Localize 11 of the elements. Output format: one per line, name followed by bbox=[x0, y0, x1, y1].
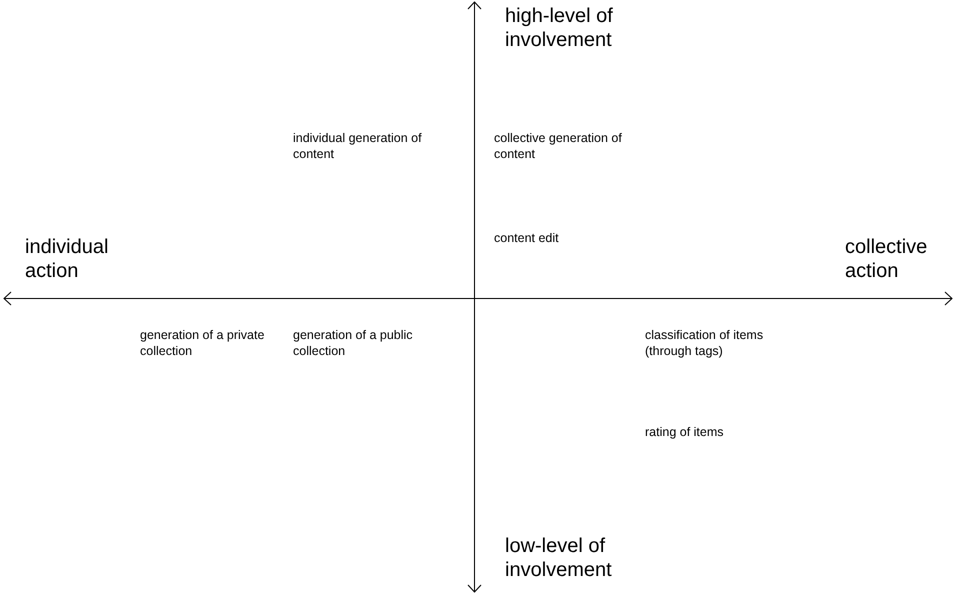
axis-label: low-level of involvement bbox=[505, 534, 613, 582]
axis-label: individual action bbox=[25, 235, 110, 283]
quadrant-label: classification of items (through tags) bbox=[645, 328, 764, 360]
quadrant-label: rating of items bbox=[645, 425, 725, 441]
axis-label: collective action bbox=[845, 235, 928, 283]
quadrant-label: content edit bbox=[494, 231, 560, 247]
axis-label: high-level of involvement bbox=[505, 4, 614, 52]
quadrant-label: individual generation of content bbox=[293, 131, 423, 162]
quadrant-label: generation of a private collection bbox=[140, 328, 266, 360]
quadrant-label: generation of a public collection bbox=[293, 328, 414, 360]
quadrant-label: collective generation of content bbox=[494, 131, 623, 162]
